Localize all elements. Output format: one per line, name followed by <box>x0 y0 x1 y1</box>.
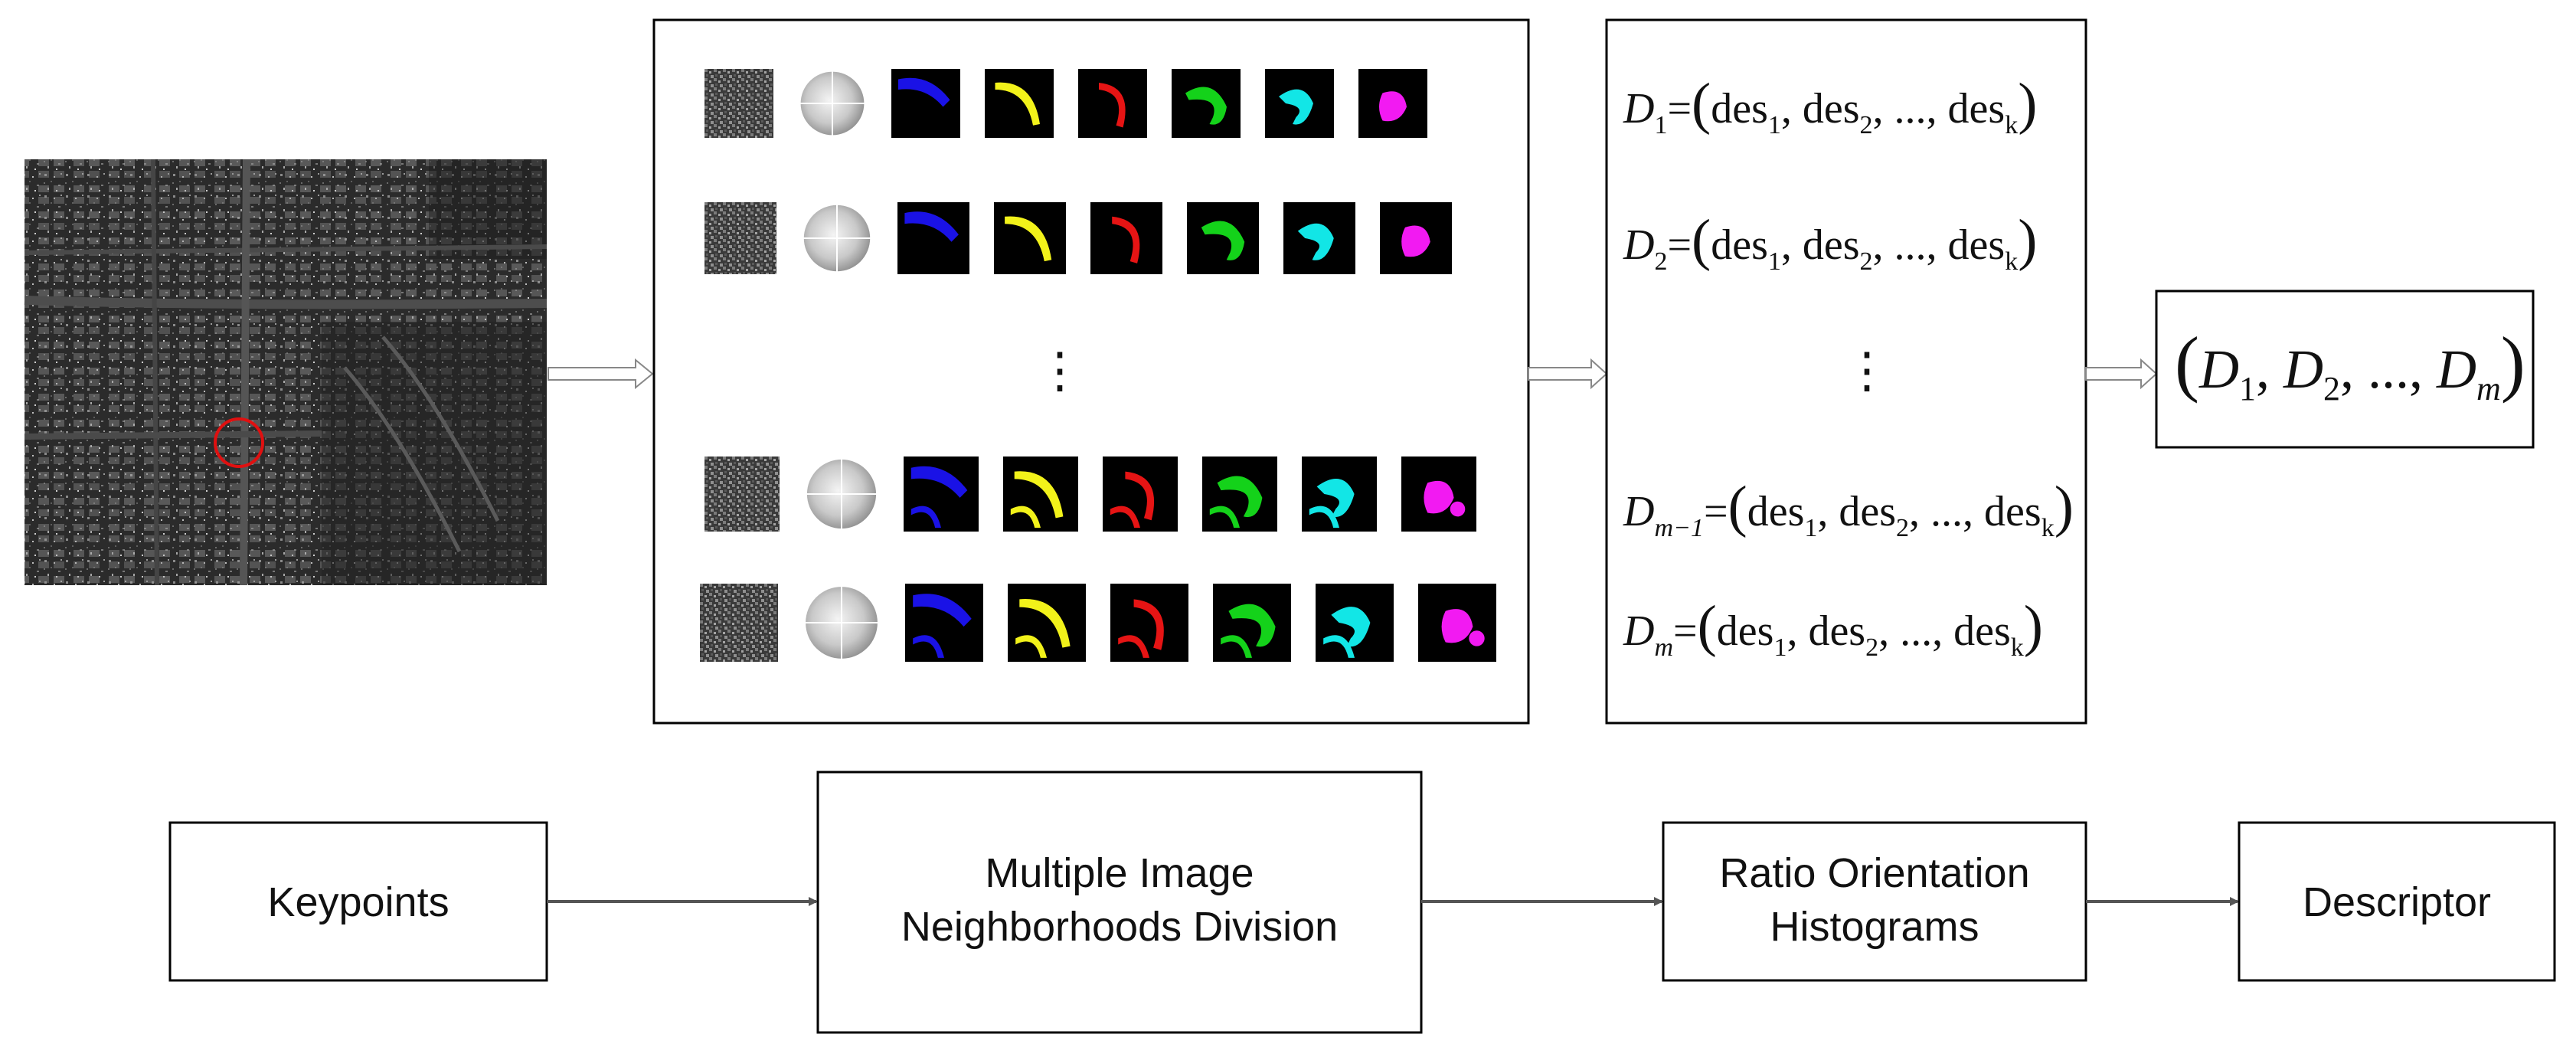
patch-noise <box>704 69 773 138</box>
patch-blue <box>897 202 969 274</box>
patch-blue <box>905 584 983 662</box>
patch-cyan <box>1316 584 1394 662</box>
descriptor-vertical-dots: ⋮ <box>1842 343 1891 398</box>
patch-cyan <box>1265 69 1334 138</box>
patch-sphere <box>798 69 867 138</box>
histograms-label-line2: Histograms <box>1770 904 1979 950</box>
hollow-arrow-3 <box>2085 358 2158 390</box>
keypoints-label: Keypoints <box>267 879 449 925</box>
patch-yellow <box>1008 584 1086 662</box>
patch-blue <box>904 457 979 532</box>
patch-sphere <box>801 202 873 274</box>
patch-yellow <box>985 69 1054 138</box>
hollow-arrow-2 <box>1528 358 1608 390</box>
patch-red <box>1103 457 1178 532</box>
patch-green <box>1172 69 1241 138</box>
descriptor-equation-4: Dm=(des1, des2, ..., desk) <box>1623 594 2043 662</box>
keypoint-circle <box>214 417 264 468</box>
panel-vertical-dots: ⋮ <box>1035 343 1084 398</box>
histograms-box <box>1662 821 2087 982</box>
patch-magenta <box>1401 457 1476 532</box>
division-label-line2: Neighborhoods Division <box>901 904 1338 950</box>
descriptor-equation-2: D2=(des1, des2, ..., desk) <box>1623 208 2037 276</box>
division-label-line1: Multiple Image <box>985 850 1254 896</box>
patch-magenta <box>1358 69 1427 138</box>
descriptor-equations: D1=(des1, des2, ..., desk) D2=(des1, des2… <box>1623 72 2074 662</box>
patch-magenta <box>1418 584 1496 662</box>
histograms-label-line1: Ratio Orientation <box>1719 850 2029 896</box>
patch-sphere <box>804 457 879 532</box>
division-box <box>816 771 1423 1034</box>
patch-noise <box>704 457 780 532</box>
patch-red <box>1110 584 1188 662</box>
descriptor-box <box>2238 821 2556 982</box>
patch-noise <box>704 202 776 274</box>
descriptor-equation-1: D1=(des1, des2, ..., desk) <box>1623 72 2037 139</box>
patch-green <box>1187 202 1259 274</box>
patch-magenta <box>1380 202 1452 274</box>
patch-green <box>1213 584 1291 662</box>
patch-sphere <box>803 584 881 662</box>
patch-blue <box>891 69 960 138</box>
descriptor-equation-3: Dm−1=(des1, des2, ..., desk) <box>1623 475 2074 542</box>
sar-image <box>24 159 548 586</box>
patch-red <box>1078 69 1147 138</box>
patch-grid <box>700 69 1496 662</box>
descriptor-panel <box>1605 18 2087 725</box>
final-descriptor-equation: (D1, D2, ..., Dm) <box>2175 322 2525 407</box>
keypoints-box <box>168 821 548 982</box>
final-descriptor-text: (D1, D2, ..., Dm) <box>2175 322 2525 407</box>
patch-yellow <box>1003 457 1078 532</box>
patch-green <box>1202 457 1277 532</box>
patch-cyan <box>1283 202 1355 274</box>
descriptor-label: Descriptor <box>2303 879 2491 925</box>
patch-cyan <box>1302 457 1377 532</box>
patch-noise <box>700 584 778 662</box>
patch-red <box>1090 202 1162 274</box>
hollow-arrow-1 <box>548 358 654 390</box>
final-descriptor-box <box>2155 290 2535 449</box>
patch-yellow <box>994 202 1066 274</box>
